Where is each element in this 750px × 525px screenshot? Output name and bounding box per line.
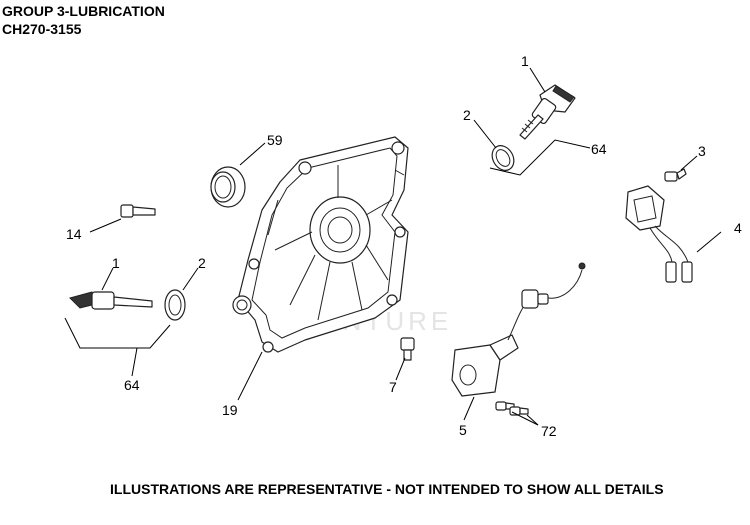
bolt-14: [120, 204, 156, 218]
o-ring-left: [164, 289, 186, 321]
dipstick-left: [69, 291, 153, 310]
drain-plug: [400, 337, 415, 361]
callout-1-right: 1: [521, 53, 529, 69]
callout-19: 19: [222, 402, 238, 418]
callout-5: 5: [459, 422, 467, 438]
screw-3: [664, 168, 687, 182]
crankcase-cover: [232, 136, 409, 353]
callout-64-left: 64: [124, 377, 140, 393]
disclaimer-note: ILLUSTRATIONS ARE REPRESENTATIVE - NOT I…: [110, 481, 664, 497]
callout-2-right: 2: [463, 107, 471, 123]
callout-59: 59: [267, 132, 283, 148]
callout-2-left: 2: [198, 255, 206, 271]
callout-14: 14: [66, 226, 82, 242]
callout-72: 72: [541, 423, 557, 439]
leader-lines: [64, 67, 722, 426]
dipstick-right: [519, 84, 576, 140]
o-ring-right: [491, 145, 515, 171]
oil-seal: [210, 166, 246, 208]
oil-sensor-assembly: [451, 262, 586, 397]
callout-64-right: 64: [591, 141, 607, 157]
callout-4: 4: [734, 220, 742, 236]
page-title: GROUP 3-LUBRICATION: [2, 3, 165, 19]
screws-72: [495, 401, 529, 416]
oil-sentry-module: [625, 185, 693, 283]
callout-7: 7: [389, 379, 397, 395]
callout-1-left: 1: [112, 255, 120, 271]
callout-labels: 1 2 64 59 3 14 1 2 4 64 7 19 5 72: [66, 53, 742, 439]
callout-3: 3: [698, 143, 706, 159]
model-number: CH270-3155: [2, 21, 82, 37]
